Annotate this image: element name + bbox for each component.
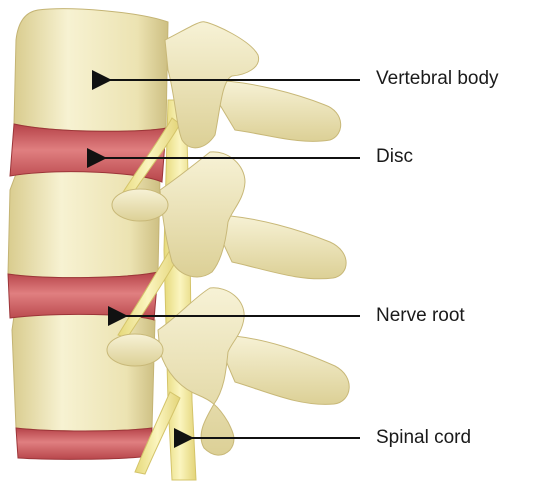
label-nerve-root: Nerve root [376, 305, 465, 326]
nerve-root-bottom [134, 391, 181, 475]
vertebral-body-bottom [11, 313, 156, 432]
spinous-process-middle [209, 214, 347, 280]
label-disc: Disc [376, 146, 413, 167]
vertebral-body-top [13, 8, 169, 132]
disc-bottom [15, 427, 153, 460]
spinous-process-bottom [214, 334, 350, 405]
label-spinal-cord: Spinal cord [376, 427, 472, 448]
transverse-process-top [111, 188, 169, 222]
spinous-process-top [204, 79, 342, 142]
transverse-process-middle [106, 333, 164, 367]
label-vertebral-body: Vertebral body [376, 68, 499, 89]
lamina-bottom [157, 287, 245, 456]
lamina-top [164, 21, 260, 149]
lamina-middle [159, 151, 246, 278]
